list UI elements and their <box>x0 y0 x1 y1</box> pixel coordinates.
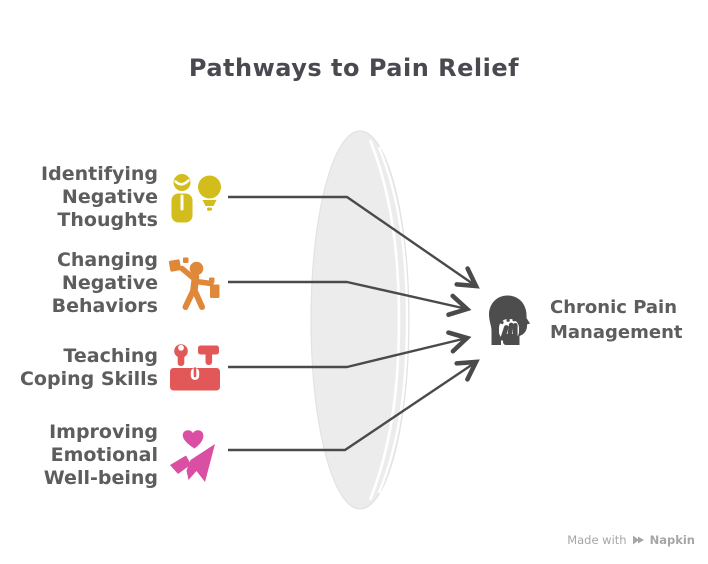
arrow-4 <box>228 359 480 452</box>
head-pain-icon <box>489 295 530 345</box>
funnel-lens <box>310 130 410 510</box>
pathway-label: Identifying Negative Thoughts <box>41 163 158 231</box>
pathway-item-improving-emotional-well-being: Improving Emotional Well-being <box>18 421 218 490</box>
napkin-logo-icon <box>632 535 644 545</box>
pathway-item-changing-negative-behaviors: Changing Negative Behaviors <box>18 249 220 318</box>
pathway-item-teaching-coping-skills: Teaching Coping Skills <box>18 341 222 395</box>
arrow-3 <box>228 330 472 369</box>
result-label: Chronic Pain Management <box>550 297 683 343</box>
pathway-label: Changing Negative Behaviors <box>51 249 158 317</box>
napkin-watermark[interactable]: Made with Napkin <box>567 533 695 547</box>
toolbox-icon <box>170 344 220 391</box>
person-juggling-icon <box>168 257 220 310</box>
pathway-arrows <box>228 195 480 452</box>
page-title: Pathways to Pain Relief <box>188 54 520 82</box>
watermark-prefix: Made with <box>567 533 627 547</box>
result-chronic-pain-management: Chronic Pain Management <box>486 294 683 346</box>
person-lightbulb-icon <box>171 173 221 222</box>
arrow-2 <box>228 280 472 317</box>
watermark-brand: Napkin <box>649 533 695 547</box>
pathway-item-identifying-negative-thoughts: Identifying Negative Thoughts <box>18 163 224 232</box>
pathway-label: Improving Emotional Well-being <box>43 421 158 489</box>
heart-hand-icon <box>170 429 215 482</box>
pathway-label: Teaching Coping Skills <box>19 345 158 390</box>
arrow-1 <box>228 195 480 289</box>
